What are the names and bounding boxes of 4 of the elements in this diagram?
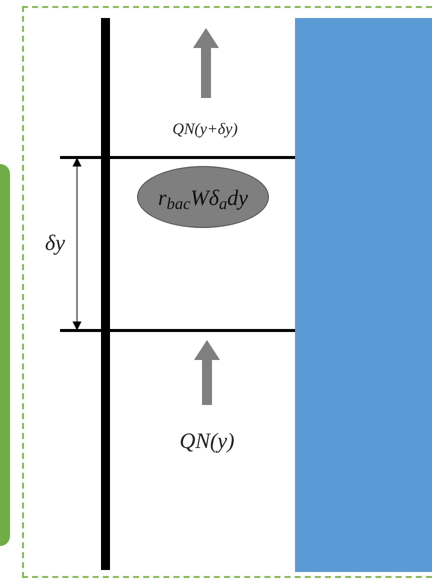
math-label: δy xyxy=(44,229,66,257)
reaction-ellipse: r$_{bac}$Wδ$_{a}$dy xyxy=(137,166,269,228)
math-label: QN(y+δy) xyxy=(171,120,239,140)
math-label: QN(y) xyxy=(178,427,236,455)
